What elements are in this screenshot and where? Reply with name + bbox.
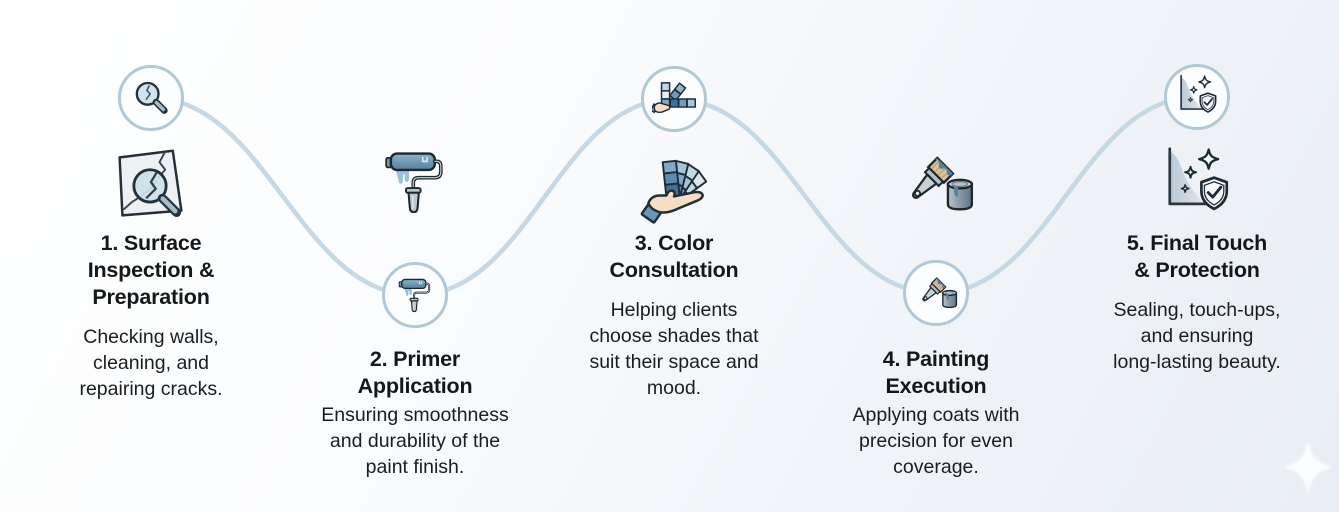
shield-sparkle-icon bbox=[1158, 146, 1234, 222]
wall-crack-magnifier-icon bbox=[112, 146, 188, 222]
paint-roller-icon bbox=[398, 277, 432, 313]
step-final-touch-protection: 5. Final Touch & Protection Sealing, tou… bbox=[1082, 64, 1312, 375]
step-5-description: Sealing, touch-ups, and ensuring long-la… bbox=[1113, 299, 1281, 373]
step-4-title: 4. Painting Execution bbox=[882, 347, 990, 398]
color-swatches-icon bbox=[652, 82, 696, 116]
paint-roller-icon bbox=[384, 149, 446, 215]
shield-sparkle-icon bbox=[1174, 74, 1220, 120]
step-3-description: Helping clients choose shades that suit … bbox=[589, 299, 759, 399]
step-3-title: 3. Color Consultation bbox=[609, 231, 739, 282]
magnifier-icon bbox=[131, 78, 171, 118]
step-5-title: 5. Final Touch & Protection bbox=[1126, 231, 1268, 282]
step-2-node bbox=[382, 262, 448, 328]
step-3-node bbox=[641, 66, 707, 132]
sparkle-decoration-icon bbox=[1280, 438, 1336, 498]
paintbrush-bucket-icon bbox=[897, 151, 975, 219]
paintbrush-bucket-icon bbox=[914, 274, 958, 313]
step-1-node bbox=[118, 65, 184, 131]
step-color-consultation: 3. Color Consultation Helping clients ch… bbox=[559, 66, 789, 401]
step-primer-application: 2. Primer Application Ensuring smoothnes… bbox=[300, 346, 530, 480]
step-1-description: Checking walls, cleaning, and repairing … bbox=[79, 326, 223, 400]
step-2-title: 2. Primer Application bbox=[357, 347, 473, 398]
step-5-node bbox=[1164, 64, 1230, 130]
step-1-title: 1. Surface Inspection & Preparation bbox=[87, 231, 215, 309]
step-surface-inspection: 1. Surface Inspection & Preparation Chec… bbox=[36, 65, 266, 402]
step-4-description: Applying coats with precision for even c… bbox=[852, 404, 1020, 478]
step-2-description: Ensuring smoothness and durability of th… bbox=[321, 404, 509, 478]
step-painting-execution: 4. Painting Execution Applying coats wit… bbox=[821, 346, 1051, 480]
hand-color-fan-icon bbox=[637, 148, 713, 224]
step-4-node bbox=[903, 260, 969, 326]
